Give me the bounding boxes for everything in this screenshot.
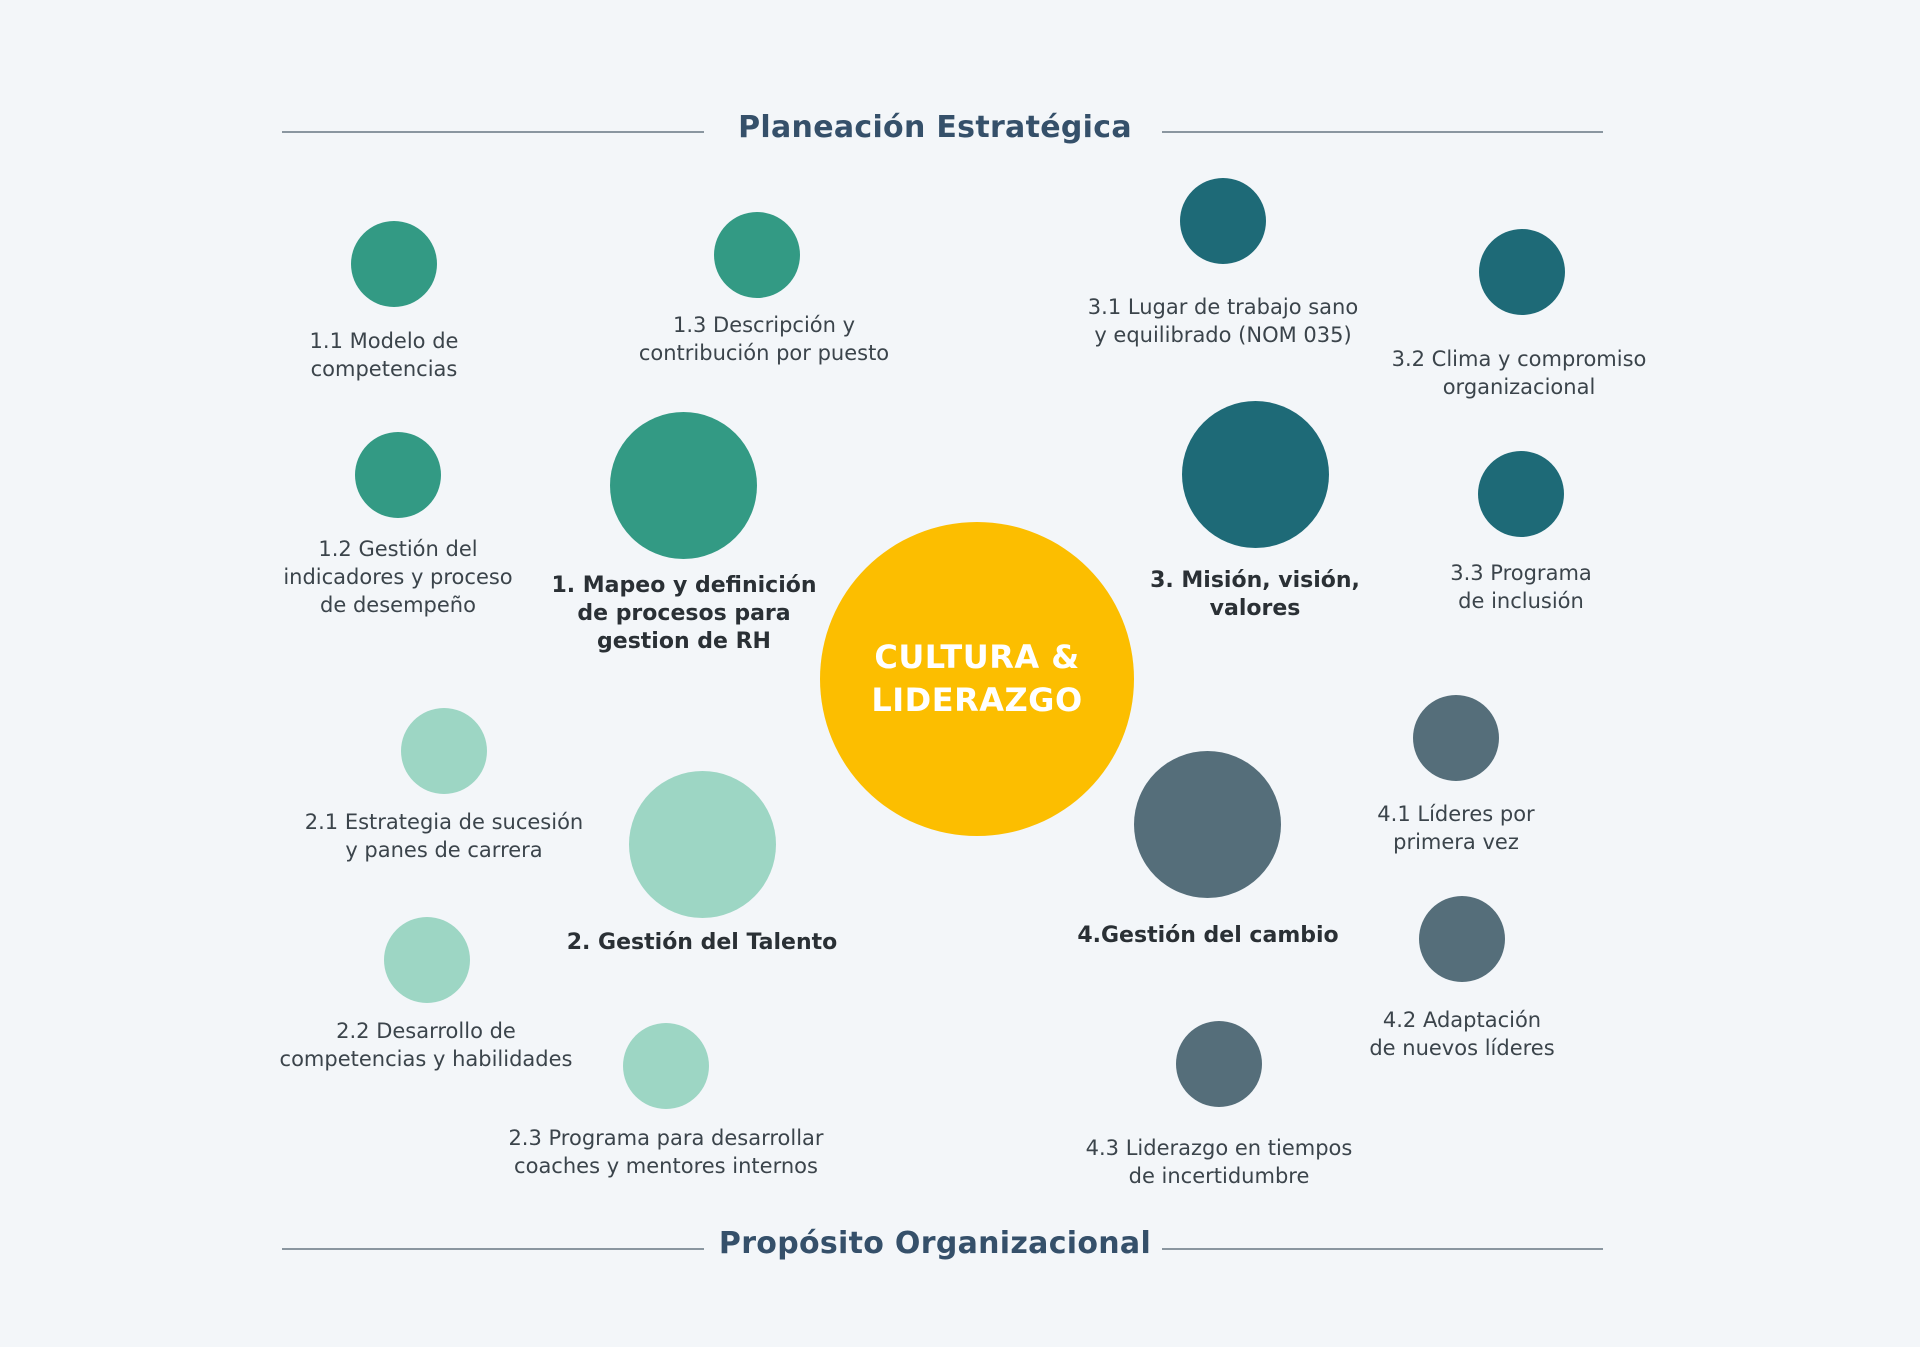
item-3-2-circle (1479, 229, 1565, 315)
item-3-2-label: 3.2 Clima y compromiso organizacional (1359, 345, 1679, 401)
label-line: 3.2 Clima y compromiso (1391, 347, 1647, 371)
item-2-1-label: 2.1 Estrategia de sucesión y panes de ca… (269, 808, 619, 864)
label-line: 2.2 Desarrollo de (336, 1019, 516, 1043)
label-line: de incertidumbre (1128, 1164, 1310, 1188)
group-3-main-circle (1182, 401, 1329, 548)
item-2-2-circle (384, 917, 470, 1003)
label-line: 3. Misión, visión, (1150, 568, 1360, 593)
group-1-main-label: 1. Mapeo y definición de procesos para g… (534, 572, 834, 656)
item-3-3-label: 3.3 Programa de inclusión (1401, 559, 1641, 615)
item-1-1-label: 1.1 Modelo de competencias (244, 327, 524, 383)
item-1-2-circle (355, 432, 441, 518)
item-3-3-circle (1478, 451, 1564, 537)
label-line: y equilibrado (NOM 035) (1094, 323, 1352, 347)
label-line: 2.3 Programa para desarrollar (508, 1126, 824, 1150)
item-1-3-circle (714, 212, 800, 298)
label-line: 2. Gestión del Talento (566, 930, 838, 955)
label-line: y panes de carrera (345, 838, 543, 862)
group-4-main-label: 4.Gestión del cambio (1058, 922, 1358, 950)
label-line: gestion de RH (597, 629, 771, 654)
label-line: 1.3 Descripción y (672, 313, 856, 337)
label-line: contribución por puesto (638, 341, 890, 365)
label-line: 1. Mapeo y definición (551, 573, 817, 598)
label-line: competencias y habilidades (279, 1047, 573, 1071)
group-2-main-circle (629, 771, 776, 918)
label-line: 4.2 Adaptación (1382, 1008, 1542, 1032)
label-line: 1.1 Modelo de (309, 329, 459, 353)
group-4-main-circle (1134, 751, 1281, 898)
label-line: organizacional (1442, 375, 1596, 399)
item-2-1-circle (401, 708, 487, 794)
group-3-main-label: 3. Misión, visión, valores (1105, 567, 1405, 623)
label-line: competencias (310, 357, 458, 381)
top-heading: Planeación Estratégica (738, 110, 1132, 145)
item-2-3-label: 2.3 Programa para desarrollar coaches y … (486, 1124, 846, 1180)
bottom-heading: Propósito Organizacional (718, 1226, 1152, 1261)
item-3-1-label: 3.1 Lugar de trabajo sano y equilibrado … (1063, 293, 1383, 349)
item-4-3-label: 4.3 Liderazgo en tiempos de incertidumbr… (1059, 1134, 1379, 1190)
core-circle (820, 522, 1134, 836)
label-line: valores (1209, 596, 1301, 621)
group-2-main-label: 2. Gestión del Talento (552, 929, 852, 957)
label-line: 3.3 Programa (1450, 561, 1592, 585)
item-1-2-label: 1.2 Gestión del indicadores y proceso de… (248, 535, 548, 619)
core-label: CULTURA & LIDERAZGO (820, 636, 1134, 722)
label-line: coaches y mentores internos (514, 1154, 818, 1178)
label-line: de inclusión (1458, 589, 1584, 613)
core-label-line: LIDERAZGO (871, 681, 1083, 719)
group-1-main-circle (610, 412, 757, 559)
label-line: primera vez (1393, 830, 1519, 854)
label-line: indicadores y proceso (283, 565, 513, 589)
item-2-2-label: 2.2 Desarrollo de competencias y habilid… (251, 1017, 601, 1073)
top-right-rule (1162, 131, 1603, 133)
item-1-1-circle (351, 221, 437, 307)
item-4-2-circle (1419, 896, 1505, 982)
core-label-line: CULTURA & (874, 638, 1080, 676)
item-2-3-circle (623, 1023, 709, 1109)
item-4-1-circle (1413, 695, 1499, 781)
bottom-right-rule (1162, 1248, 1603, 1250)
label-line: de procesos para (577, 601, 791, 626)
label-line: 4.1 Líderes por (1377, 802, 1535, 826)
label-line: 3.1 Lugar de trabajo sano (1087, 295, 1359, 319)
label-line: 4.3 Liderazgo en tiempos (1085, 1136, 1353, 1160)
label-line: 4.Gestión del cambio (1077, 923, 1339, 948)
item-4-1-label: 4.1 Líderes por primera vez (1336, 800, 1576, 856)
label-line: 2.1 Estrategia de sucesión (304, 810, 584, 834)
bottom-left-rule (282, 1248, 704, 1250)
item-3-1-circle (1180, 178, 1266, 264)
item-4-2-label: 4.2 Adaptación de nuevos líderes (1342, 1006, 1582, 1062)
label-line: de nuevos líderes (1369, 1036, 1555, 1060)
label-line: de desempeño (320, 593, 476, 617)
item-4-3-circle (1176, 1021, 1262, 1107)
top-left-rule (282, 131, 704, 133)
label-line: 1.2 Gestión del (318, 537, 478, 561)
item-1-3-label: 1.3 Descripción y contribución por puest… (604, 311, 924, 367)
